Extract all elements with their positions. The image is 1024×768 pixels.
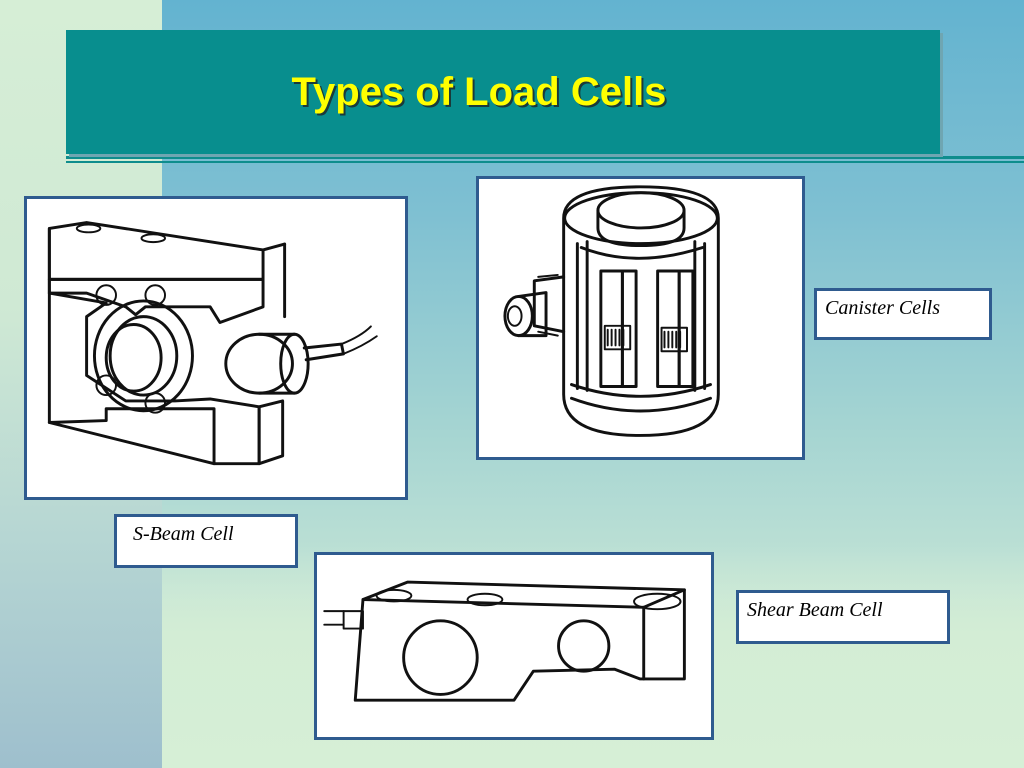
s-beam-caption: S-Beam Cell: [114, 514, 298, 568]
s-beam-caption-text: S-Beam Cell: [133, 523, 234, 545]
title-underline-top: [66, 156, 1024, 159]
slide-title: Types of Load Cells: [291, 69, 667, 114]
shear-beam-caption: Shear Beam Cell: [736, 590, 950, 644]
shear-beam-load-cell-drawing: [323, 580, 686, 702]
title-bar: Types of Load Cells: [66, 30, 940, 154]
s-beam-image-frame: [24, 196, 408, 500]
shear-beam-image-frame: [314, 552, 714, 740]
canister-image-frame: [476, 176, 805, 460]
canister-load-cell-drawing: [503, 185, 720, 437]
title-underline-bottom: [66, 161, 1024, 163]
canister-caption-text: Canister Cells: [825, 297, 941, 319]
shear-beam-caption-text: Shear Beam Cell: [747, 599, 883, 621]
canister-caption: Canister Cells: [814, 288, 992, 340]
s-beam-load-cell-drawing: [47, 221, 378, 466]
